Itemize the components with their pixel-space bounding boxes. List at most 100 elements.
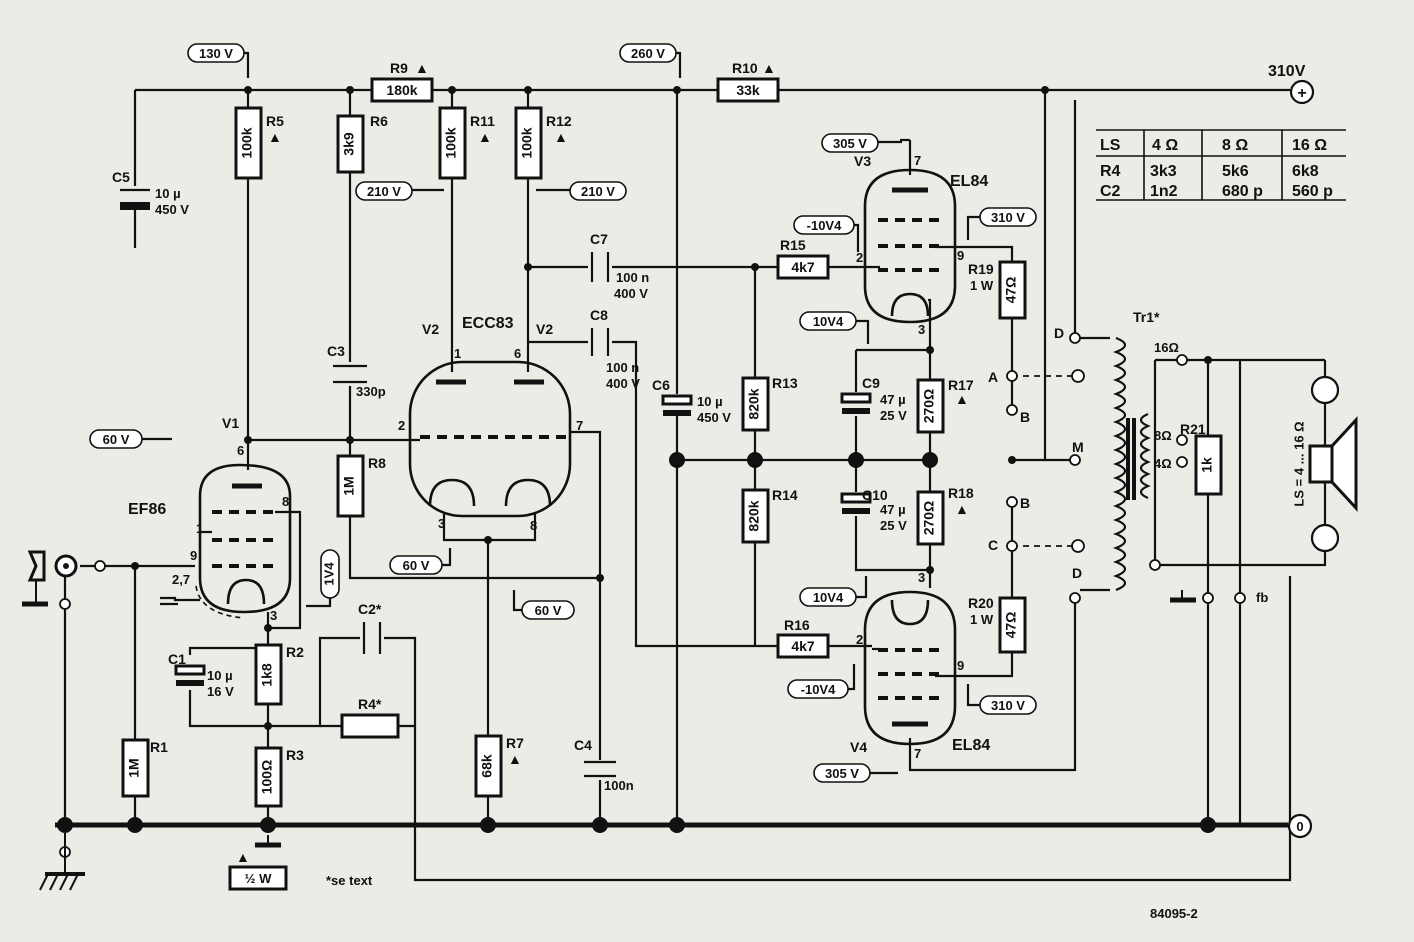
r17-arrow: ▲ — [955, 391, 969, 407]
tube-v3: 7 2 9 3 V3 EL84 — [854, 153, 988, 337]
table-header-0: LS — [1100, 137, 1121, 154]
legend-arrow: ▲ — [236, 849, 250, 865]
c8-ref: C8 — [590, 307, 608, 323]
voltage-2-7-label: 2,7 — [172, 572, 190, 587]
r17-ref: R17 — [948, 377, 974, 393]
r20-sub: 1 W — [970, 612, 994, 627]
c8-value: 100 n — [606, 360, 639, 375]
supply-310v: 310V — [1268, 63, 1306, 80]
voltage-10b-label: 10V4 — [813, 590, 844, 605]
v3-type: EL84 — [950, 173, 988, 190]
r10-ref: R10 — [732, 60, 758, 76]
v2-pin3: 3 — [438, 516, 445, 531]
r19-sub: 1 W — [970, 278, 994, 293]
v2-ref-right: V2 — [536, 321, 553, 337]
r6-value: 3k9 — [341, 132, 357, 156]
r7-arrow: ▲ — [508, 751, 522, 767]
resistor-r2: 1k8 R2 — [254, 643, 304, 706]
r11-arrow: ▲ — [478, 129, 492, 145]
r12-ref: R12 — [546, 113, 572, 129]
r18-arrow: ▲ — [955, 501, 969, 517]
voltage-310b-label: 310 V — [991, 698, 1025, 713]
r5-arrow: ▲ — [268, 129, 282, 145]
c7-value: 100 n — [616, 270, 649, 285]
voltage-210b-label: 210 V — [581, 184, 615, 199]
resistor-r15: 4k7 R15 — [776, 237, 830, 280]
voltage-tag-60b: 60 V — [389, 548, 452, 575]
voltage-tag-10b: 10V4 — [799, 576, 868, 607]
r14-value: 820k — [746, 500, 762, 531]
voltage-305b-label: 305 V — [825, 766, 859, 781]
r4-ref: R4* — [358, 696, 382, 712]
capacitor-c10: C10 47 µ 25 V — [840, 487, 907, 533]
table-header-2: 8 Ω — [1222, 137, 1248, 154]
tap-a: A — [988, 369, 998, 385]
capacitor-c4: C4 100n — [574, 737, 634, 793]
table-cell-1-0: C2 — [1100, 183, 1121, 200]
resistor-r5: 100k R5 ▲ — [234, 106, 284, 180]
v2-pin1: 1 — [454, 346, 461, 361]
v3-pin2: 2 — [856, 250, 863, 265]
chassis-ground-icon — [39, 825, 85, 891]
v1-type: EF86 — [128, 501, 166, 518]
r19-ref: R19 — [968, 261, 994, 277]
voltage-m10b-label: -10V4 — [801, 682, 836, 697]
resistor-r13: 820k R13 — [741, 375, 798, 432]
capacitor-c7: C7 100 n 400 V — [590, 231, 649, 301]
resistor-r7: 68k R7 ▲ — [474, 734, 524, 798]
tap-d1: D — [1054, 325, 1064, 341]
v2-pin7: 7 — [576, 418, 583, 433]
ground-symbol: 0 — [1296, 819, 1303, 834]
r18-value: 270Ω — [921, 501, 937, 536]
v3-ref: V3 — [854, 153, 871, 169]
c6-ref: C6 — [652, 377, 670, 393]
r9-arrow: ▲ — [415, 60, 429, 76]
r20-value: 47Ω — [1003, 612, 1019, 639]
fb-label: fb — [1256, 590, 1268, 605]
junction-dots — [57, 86, 1216, 833]
r13-value: 820k — [746, 388, 762, 419]
r2-value: 1k8 — [259, 663, 275, 687]
input-jack — [22, 550, 78, 607]
tube-v4: 3 2 9 7 V4 EL84 — [850, 570, 990, 761]
output-transformer: Tr1* D A B M B C D 16Ω 8Ω 4Ω fb — [988, 309, 1268, 605]
tap-m: M — [1072, 439, 1084, 455]
v1-pin9: 9 — [190, 548, 197, 563]
voltage-tag-210a: 210 V — [355, 181, 444, 201]
v4-pin2: 2 — [856, 632, 863, 647]
v1-pin8: 8 — [282, 494, 289, 509]
r15-ref: R15 — [780, 237, 806, 253]
resistor-r6: 3k9 R6 — [336, 113, 388, 174]
c10-ref: C10 — [862, 487, 888, 503]
v2-ref: V2 — [422, 321, 439, 337]
resistor-r16: 4k7 R16 — [776, 617, 830, 659]
tap-b2: B — [1020, 495, 1030, 511]
v3-pin9: 9 — [957, 248, 964, 263]
table-cell-0-2: 5k6 — [1222, 163, 1249, 180]
v3-pin7: 7 — [914, 153, 921, 168]
resistor-r1: 1M R1 — [121, 738, 168, 798]
table-cell-0-3: 6k8 — [1292, 163, 1319, 180]
transformer-ref: Tr1* — [1133, 309, 1160, 325]
wattage-legend: ▲ ½ W — [228, 849, 288, 891]
ground-marker-icon — [255, 590, 1196, 848]
resistor-r17: 270Ω R17 ▲ — [916, 377, 974, 434]
c3-ref: C3 — [327, 343, 345, 359]
speaker: LS = 4 ... 16 Ω — [1291, 375, 1358, 553]
voltage-tag-305b: 305 V — [813, 763, 898, 783]
tube-v2: 1 6 2 7 3 8 V2 V2 ECC83 — [398, 315, 583, 533]
c3-value: 330p — [356, 384, 386, 399]
r3-ref: R3 — [286, 747, 304, 763]
table-header-3: 16 Ω — [1292, 137, 1327, 154]
v1-ref: V1 — [222, 415, 239, 431]
c4-ref: C4 — [574, 737, 592, 753]
c1-voltage: 16 V — [207, 684, 234, 699]
c7-voltage: 400 V — [614, 286, 648, 301]
r5-ref: R5 — [266, 113, 284, 129]
voltage-tag-310a: 310 V — [966, 207, 1037, 240]
r8-ref: R8 — [368, 455, 386, 471]
c5-ref: C5 — [112, 169, 130, 185]
r16-ref: R16 — [784, 617, 810, 633]
c7-ref: C7 — [590, 231, 608, 247]
voltage-tag-60c: 60 V — [512, 590, 575, 620]
